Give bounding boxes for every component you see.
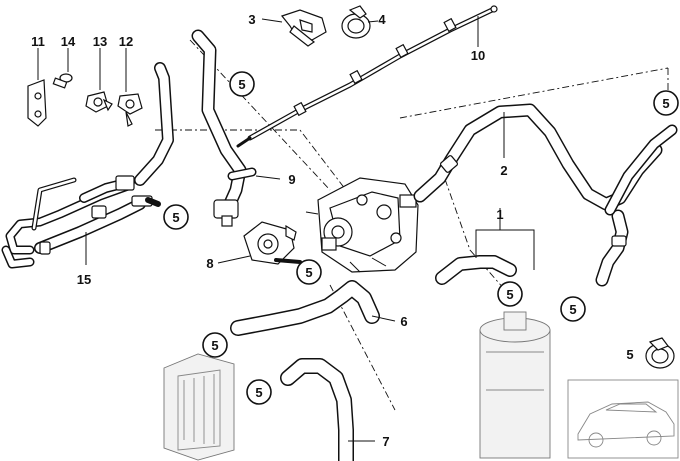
- high-pressure-pump: [305, 177, 419, 273]
- label-part-10: 10: [471, 48, 485, 63]
- label-part-8: 8: [206, 256, 213, 271]
- left-vertical-hose: [134, 62, 174, 186]
- svg-text:5: 5: [569, 302, 576, 317]
- callout-circle-5-right: 5: [653, 90, 679, 116]
- callout-circle-5-mid: 5: [296, 259, 322, 285]
- callout-circle-5-filter: 5: [497, 281, 523, 307]
- part-15-fuel-line-assembly: [1, 175, 161, 269]
- svg-text:5: 5: [255, 385, 262, 400]
- label-part-4: 4: [378, 12, 386, 27]
- part-11-bracket: [27, 79, 47, 127]
- svg-text:5: 5: [626, 347, 633, 362]
- callout-circle-5-top: 5: [229, 71, 255, 97]
- callout-circle-5-hose-7: 5: [246, 379, 272, 405]
- part-9-hose: [191, 29, 257, 227]
- callout-circle-5-right-lower: 5: [560, 296, 586, 322]
- svg-text:5: 5: [172, 210, 179, 225]
- part-1-hose: [435, 229, 535, 285]
- clamp-legend-icon: [645, 337, 675, 369]
- svg-text:5: 5: [211, 338, 218, 353]
- part-3-clamp: [280, 9, 327, 47]
- label-part-11: 11: [31, 34, 45, 49]
- part-13-connector: [85, 91, 113, 113]
- label-part-6: 6: [400, 314, 407, 329]
- label-part-1: 1: [496, 207, 503, 222]
- fuel-filter: [479, 311, 551, 459]
- part-number-labels: 11 14 13 12 3 4 10 2 9 1 8 15 6 7: [31, 12, 507, 449]
- label-part-15: 15: [77, 272, 91, 287]
- circled-reference-5-group: 5 5 5 5 5 5 5 5 5: [163, 71, 679, 405]
- label-part-7: 7: [382, 434, 389, 449]
- control-unit-bracket: [163, 353, 235, 461]
- part-14-screw: [52, 73, 73, 89]
- part-7-hose: [280, 358, 354, 461]
- part-2-fuel-hose: [413, 103, 678, 287]
- part-6-hose: [230, 280, 380, 336]
- callout-circle-5-hose-6: 5: [202, 332, 228, 358]
- callout-circle-5-left: 5: [163, 204, 189, 230]
- svg-text:5: 5: [238, 77, 245, 92]
- label-part-2: 2: [500, 163, 507, 178]
- vehicle-thumbnail: [567, 379, 679, 459]
- leader-lines: [37, 16, 505, 442]
- svg-text:5: 5: [305, 265, 312, 280]
- svg-text:5: 5: [662, 96, 669, 111]
- part-12-connector: [117, 93, 143, 127]
- callout-5-legend: 5: [626, 347, 633, 362]
- label-part-13: 13: [93, 34, 107, 49]
- part-8-valve: [243, 221, 302, 265]
- part-4-clamp: [341, 5, 371, 39]
- label-part-14: 14: [61, 34, 76, 49]
- label-part-12: 12: [119, 34, 133, 49]
- label-part-3: 3: [248, 12, 255, 27]
- svg-text:5: 5: [506, 287, 513, 302]
- label-part-9: 9: [288, 172, 295, 187]
- part-10-return-line: [236, 5, 498, 148]
